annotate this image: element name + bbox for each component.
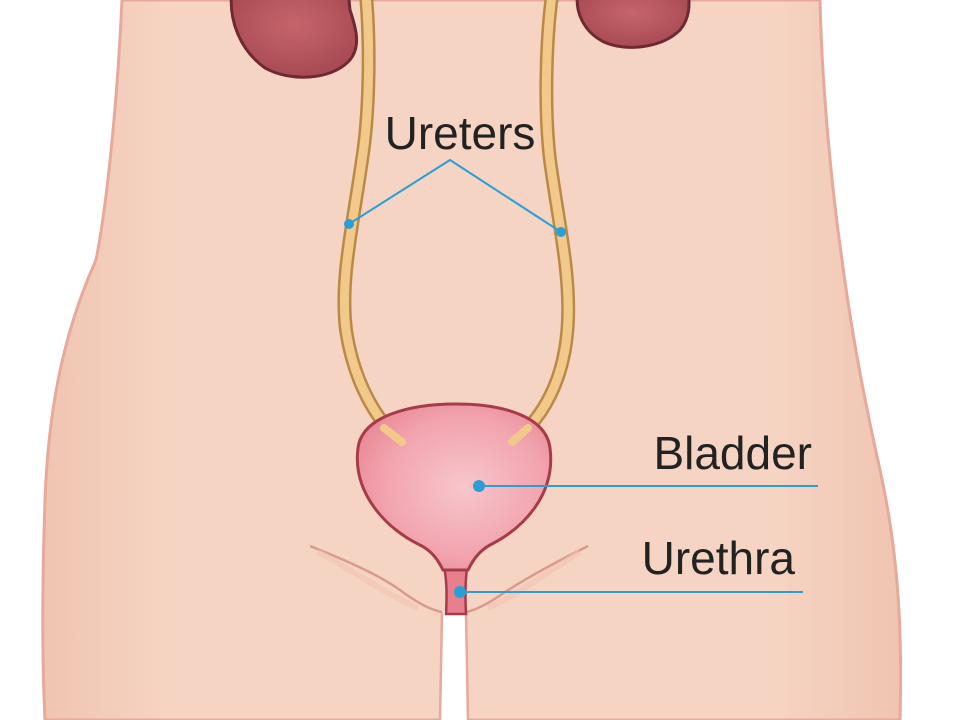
right-ureter-entry — [508, 424, 532, 446]
torso-body — [41, 0, 903, 720]
left-ureter — [337, 0, 405, 447]
right-inner-thigh-line — [464, 611, 470, 720]
right-ureter — [509, 0, 576, 447]
left-groin-fold-shadow — [316, 549, 420, 611]
right-groin-fold-shadow — [486, 549, 582, 611]
left-kidney — [229, 0, 358, 79]
ureters-leader — [344, 158, 566, 237]
bladder-leader — [473, 480, 818, 492]
bladder-label: Bladder — [653, 427, 812, 479]
ureters-label: Ureters — [385, 107, 536, 159]
urethra-label: Urethra — [642, 532, 796, 584]
right-kidney — [575, 0, 691, 49]
left-ureter-entry — [380, 424, 406, 446]
urethra-tube — [441, 560, 470, 616]
left-ureter-marker — [344, 219, 354, 229]
right-ureter-marker — [556, 227, 566, 237]
inner-thigh-gap — [440, 609, 468, 720]
urethra-marker — [454, 586, 466, 598]
urethra-leader — [454, 586, 803, 598]
left-inner-thigh-line — [438, 611, 444, 720]
left-groin-fold — [309, 544, 443, 614]
bladder-organ — [355, 402, 553, 572]
bladder-marker — [473, 480, 485, 492]
